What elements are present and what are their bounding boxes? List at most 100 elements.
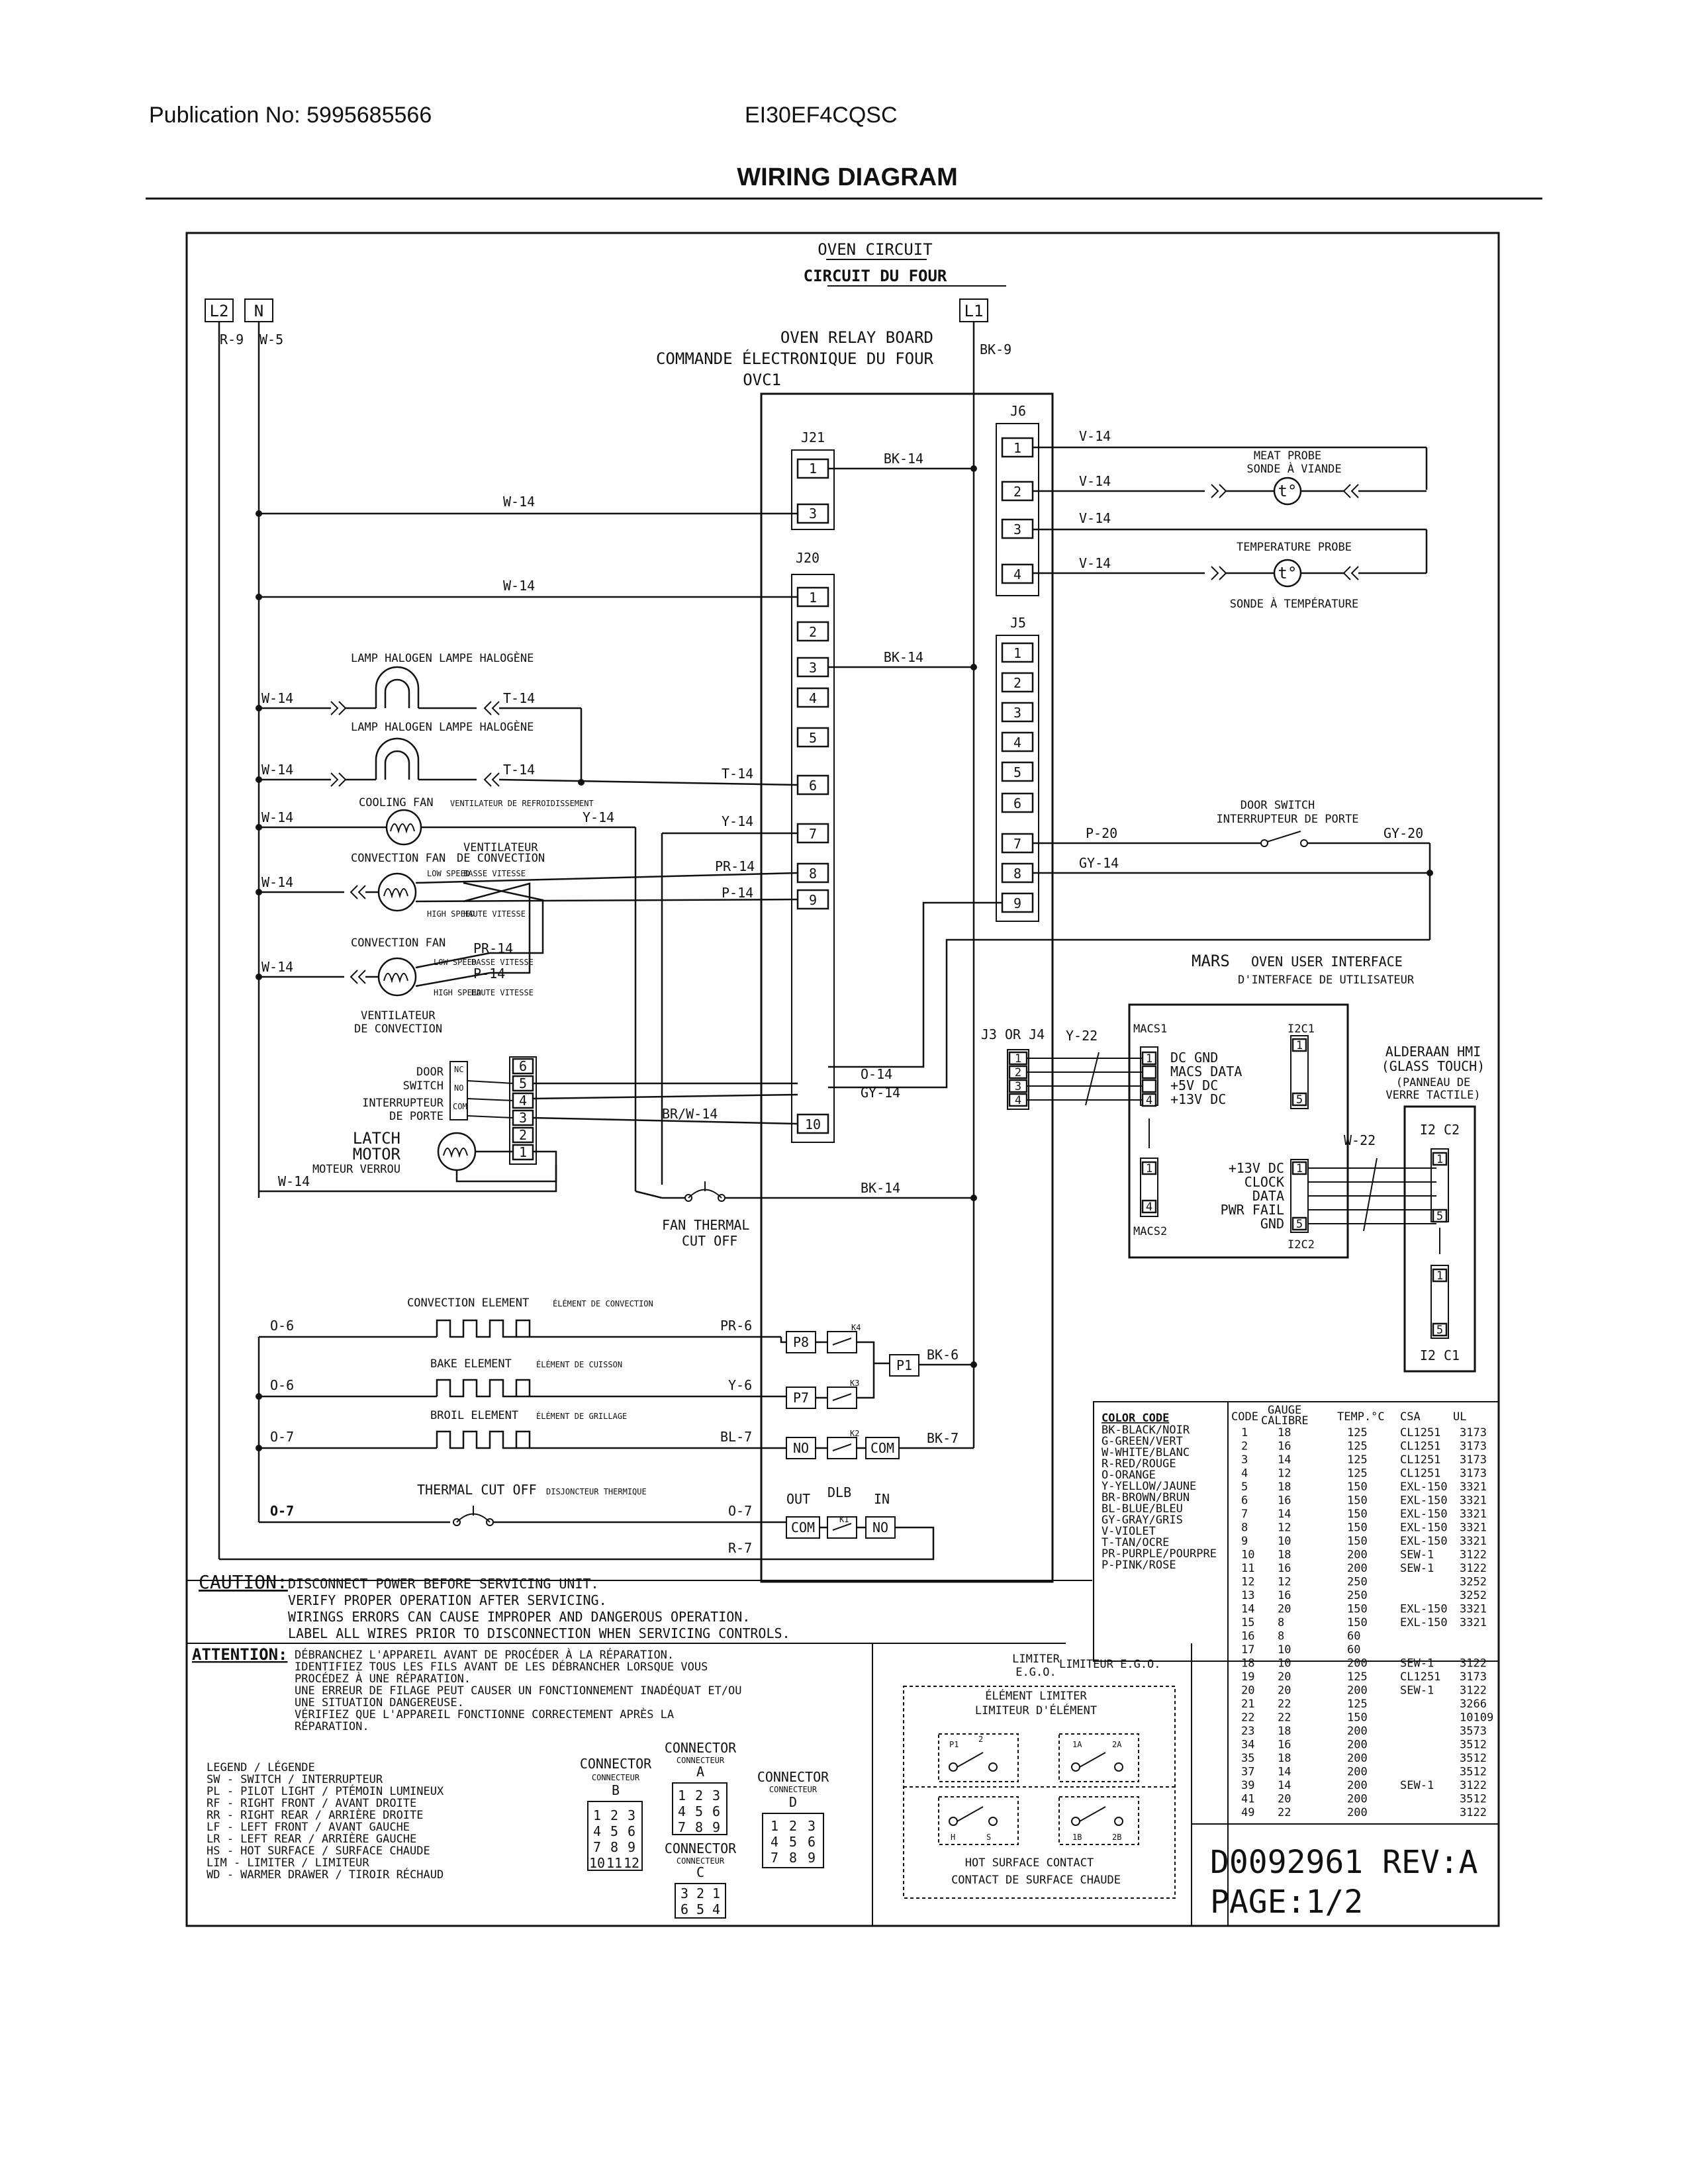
relay-no: NO xyxy=(786,1437,816,1459)
wire-label-w14-b: W-14 xyxy=(503,578,535,594)
legend: LEGEND / LÉGENDE SW - SWITCH / INTERRUPT… xyxy=(207,1760,444,1882)
gauge-table-cell: 18 xyxy=(1278,1725,1291,1738)
svg-text:1: 1 xyxy=(519,1144,527,1160)
gauge-table-cell: 16 xyxy=(1278,1589,1291,1602)
hmi-i2c1-label: I2 C1 xyxy=(1420,1347,1460,1363)
mars-signal-dc-gnd: DC GND xyxy=(1170,1050,1218,1066)
relay-p8: P8 xyxy=(786,1331,816,1353)
svg-text:COM: COM xyxy=(791,1520,815,1535)
svg-text:L1: L1 xyxy=(964,302,984,320)
macs1-label: MACS1 xyxy=(1133,1023,1167,1036)
wire-label-t14-j20: T-14 xyxy=(722,766,753,782)
attention-line-1: DÉBRANCHEZ L'APPAREIL AVANT DE PROCÉDER … xyxy=(295,1647,674,1662)
connector-j20 xyxy=(791,574,835,1143)
gauge-table-cell: 200 xyxy=(1347,1562,1368,1575)
gauge-table-cell: 125 xyxy=(1347,1698,1368,1711)
svg-text:K2: K2 xyxy=(850,1429,859,1438)
gauge-table-cell: 12 xyxy=(1278,1467,1291,1480)
gauge-table-cell: 14 xyxy=(1278,1508,1291,1521)
relay-com: COM xyxy=(865,1437,900,1459)
lamp-halogen-2 xyxy=(375,737,420,780)
gauge-table-cell: 18 xyxy=(1241,1657,1254,1670)
wire-label-o7-tco: O-7 xyxy=(270,1503,294,1519)
gauge-table-cell: 8 xyxy=(1241,1522,1248,1535)
user-interface-title-fr: D'INTERFACE DE UTILISATEUR xyxy=(1238,974,1415,987)
svg-text:6: 6 xyxy=(1013,796,1021,811)
bake-element-label: BAKE ELEMENT xyxy=(430,1357,512,1371)
wire-label-w14-convfan-a: W-14 xyxy=(261,874,293,890)
connector-j21-label: J21 xyxy=(801,430,825,445)
hmi-fr1: (PANNEAU DE xyxy=(1396,1076,1471,1089)
gauge-table-cell: 34 xyxy=(1241,1739,1254,1752)
gauge-table-cell: CL1251 xyxy=(1400,1467,1440,1480)
gauge-table-cell: 60 xyxy=(1347,1630,1360,1643)
gauge-table-cell: 250 xyxy=(1347,1576,1368,1589)
gauge-table-cell: 18 xyxy=(1278,1549,1291,1562)
gauge-table-cell: 7 xyxy=(1241,1508,1248,1521)
gauge-table-cell: CL1251 xyxy=(1400,1426,1440,1439)
dlb-no: NO xyxy=(865,1516,896,1539)
limiter-box xyxy=(903,1686,1176,1899)
svg-text:CONNECTOR: CONNECTOR xyxy=(665,1841,737,1856)
svg-text:4: 4 xyxy=(1013,567,1021,582)
gauge-table-cell: EXL-150 xyxy=(1400,1480,1448,1494)
bake-element xyxy=(436,1379,531,1398)
convection-fan-b-motor xyxy=(377,957,417,997)
publication-number: Publication No: 5995685566 xyxy=(149,103,432,128)
svg-text:UL: UL xyxy=(1453,1410,1466,1424)
gauge-table-cell: 12 xyxy=(1278,1576,1291,1589)
gauge-table-cell: 6 xyxy=(1241,1494,1248,1508)
caution-label: CAUTION: xyxy=(199,1571,288,1593)
gauge-table-cell: SEW-1 xyxy=(1400,1657,1434,1670)
svg-text:Y-YELLOW/JAUNE: Y-YELLOW/JAUNE xyxy=(1102,1480,1196,1493)
gauge-table-cell: 3122 xyxy=(1460,1657,1487,1670)
thermal-cutoff xyxy=(453,1506,494,1526)
svg-text:1: 1 xyxy=(712,1886,720,1901)
gauge-table-cell: 3122 xyxy=(1460,1562,1487,1575)
svg-text:LIM - LIMITER / LIMITEUR: LIM - LIMITER / LIMITEUR xyxy=(207,1856,369,1870)
gauge-table-cell: 200 xyxy=(1347,1793,1368,1806)
gauge-table-cell: EXL-150 xyxy=(1400,1535,1448,1548)
svg-text:7: 7 xyxy=(593,1839,601,1855)
connector-j5-label: J5 xyxy=(1010,615,1026,631)
gauge-table-cell: 3321 xyxy=(1460,1480,1487,1494)
gauge-table-cell: 200 xyxy=(1347,1549,1368,1562)
svg-text:CONNECTOR: CONNECTOR xyxy=(580,1756,652,1772)
svg-text:1: 1 xyxy=(809,461,817,477)
gauge-table-cell: 37 xyxy=(1241,1766,1254,1779)
svg-text:CONNECTEUR: CONNECTEUR xyxy=(592,1773,640,1782)
mars-signal2-13v: +13V DC xyxy=(1229,1160,1284,1176)
connector-j5 xyxy=(996,635,1039,922)
dlb-label: DLB xyxy=(827,1484,851,1500)
fan-tco-label1: FAN THERMAL xyxy=(662,1217,749,1233)
gauge-table-cell: 150 xyxy=(1347,1616,1368,1629)
gauge-table-cell: 11 xyxy=(1241,1562,1254,1575)
gauge-table-cell: SEW-1 xyxy=(1400,1562,1434,1575)
wire-label-w14-cooling: W-14 xyxy=(261,809,293,825)
doc-number-box xyxy=(1191,1823,1499,1927)
gauge-table-cell: 3122 xyxy=(1460,1549,1487,1562)
svg-text:1: 1 xyxy=(678,1788,686,1803)
hmi-subtitle: (GLASS TOUCH) xyxy=(1382,1058,1485,1074)
gauge-table-cell: 14 xyxy=(1278,1453,1291,1467)
svg-text:D: D xyxy=(789,1794,797,1810)
user-interface-title: OVEN USER INTERFACE xyxy=(1251,954,1403,970)
svg-text:3: 3 xyxy=(519,1110,527,1126)
svg-text:3: 3 xyxy=(1013,522,1021,537)
latch-label1: LATCH xyxy=(353,1129,400,1148)
svg-text:B: B xyxy=(612,1782,620,1798)
gauge-table-cell: 3252 xyxy=(1460,1576,1487,1589)
gauge-table-cell: 12 xyxy=(1241,1576,1254,1589)
wire-label-bk6: BK-6 xyxy=(927,1347,959,1363)
wire-label-r7: R-7 xyxy=(728,1540,752,1556)
caution-line-1: DISCONNECT POWER BEFORE SERVICING UNIT. xyxy=(288,1576,599,1592)
svg-text:2: 2 xyxy=(695,1788,703,1803)
gauge-table-cell: 3122 xyxy=(1460,1779,1487,1792)
svg-text:CSA: CSA xyxy=(1400,1410,1421,1424)
gauge-table-cell: 150 xyxy=(1347,1480,1368,1494)
gauge-table-cell: 16 xyxy=(1278,1494,1291,1508)
wire-label-o7-dlb: O-7 xyxy=(728,1503,752,1519)
gauge-table-cell: 150 xyxy=(1347,1508,1368,1521)
svg-text:6: 6 xyxy=(680,1901,688,1917)
